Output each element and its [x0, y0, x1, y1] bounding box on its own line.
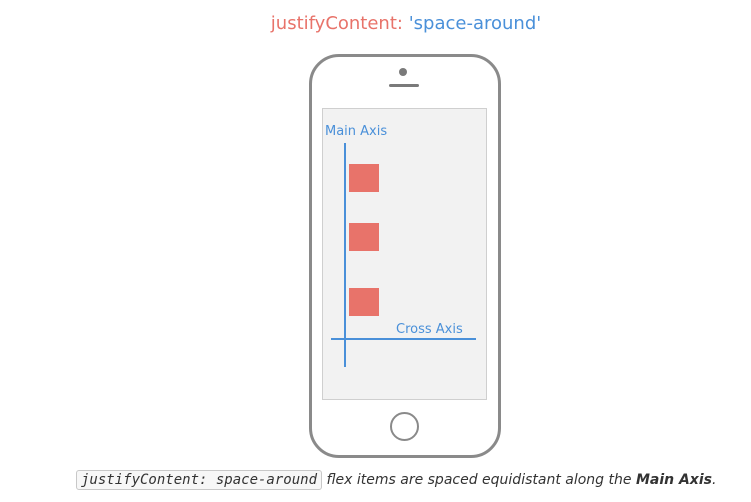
- phone-speaker-icon: [389, 84, 419, 87]
- main-axis-label: Main Axis: [325, 124, 388, 139]
- caption-end: .: [711, 472, 717, 488]
- title-property: justifyContent:: [270, 13, 403, 34]
- figure-caption: justifyContent: space-around flex items …: [76, 470, 717, 490]
- caption-text: flex items are spaced equidistant along …: [326, 472, 632, 488]
- caption-emphasis: Main Axis: [635, 472, 712, 488]
- phone-screen: [322, 108, 487, 400]
- phone-home-button-icon: [390, 412, 419, 441]
- flex-item-1: [349, 164, 379, 192]
- flex-item-3: [349, 288, 379, 316]
- flex-item-2: [349, 223, 379, 251]
- phone-camera-icon: [399, 68, 407, 76]
- caption-code: justifyContent: space-around: [76, 470, 323, 490]
- title-value: 'space-around': [408, 13, 542, 34]
- diagram-title: justifyContent: 'space-around': [0, 13, 751, 34]
- cross-axis-label: Cross Axis: [396, 322, 463, 337]
- main-axis-line: [344, 143, 346, 367]
- cross-axis-line: [331, 338, 476, 340]
